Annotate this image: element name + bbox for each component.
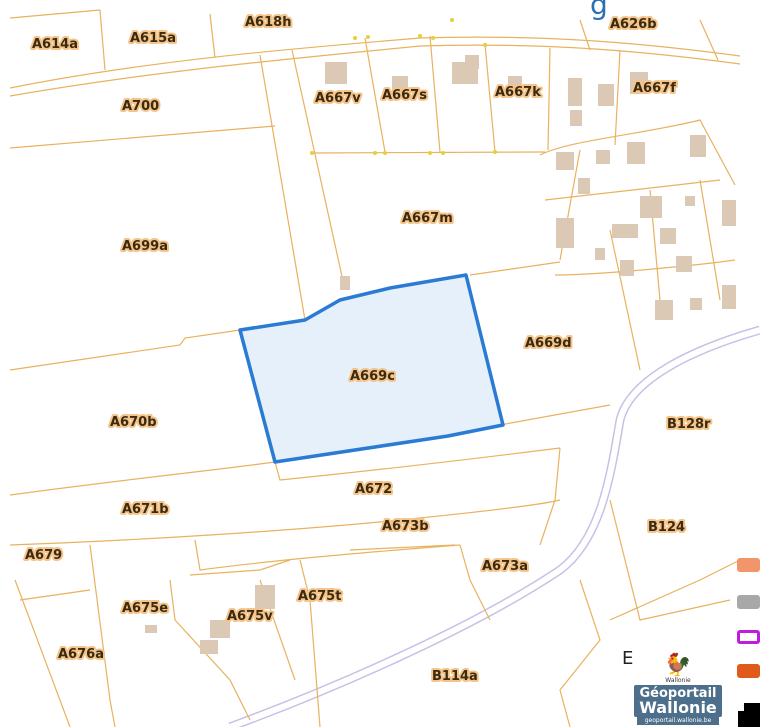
parcel-label: A669d: [525, 336, 572, 351]
parcel-label: A671b: [122, 502, 169, 517]
parcel-label: A614a: [32, 37, 78, 52]
rooster-icon: 🐓: [664, 653, 692, 678]
logo-line2: Wallonie: [639, 698, 717, 717]
parcel-label: A667k: [495, 85, 541, 100]
parcel-label: B124: [648, 520, 685, 535]
parcel-label: A700: [122, 99, 159, 114]
legend-swatch-orange-outline[interactable]: [737, 664, 760, 678]
parcel-label: A615a: [130, 31, 176, 46]
header-title-fragment: g: [590, 0, 608, 21]
logo-line1: Géoportail: [639, 686, 717, 701]
parcel-label: A673b: [382, 519, 429, 534]
parcel-label: A699a: [122, 239, 168, 254]
survey-points: [310, 18, 497, 155]
logo-url: geoportail.wallonie.be: [636, 717, 720, 725]
stray-glyph: E: [622, 648, 634, 669]
parcel-label: A679: [25, 548, 62, 563]
parcel-label: A667v: [315, 91, 361, 106]
parcel-label: A675t: [298, 589, 341, 604]
parcel-label: A675e: [122, 601, 168, 616]
parcel-label: A626b: [610, 17, 657, 32]
parcel-label: A667f: [633, 81, 676, 96]
buildings: [145, 55, 736, 654]
legend-swatch-grey-hatched[interactable]: [737, 595, 760, 609]
logo-brand: Géoportail Wallonie: [634, 685, 722, 717]
parcel-label: A675v: [227, 609, 273, 624]
parcel-label: A672: [355, 482, 392, 497]
geoportail-logo[interactable]: 🐓 Wallonie Géoportail Wallonie geoportai…: [628, 653, 728, 725]
parcel-label: A669c: [350, 369, 395, 384]
parcel-label: A618h: [245, 15, 291, 30]
parcel-label: B128r: [667, 417, 711, 432]
parcel-label: B114a: [432, 669, 478, 684]
parcel-label: A667m: [402, 211, 453, 226]
parcel-label: A676a: [58, 647, 104, 662]
parcel-label: A667s: [382, 88, 427, 103]
parcel-labels: A614a A615a A618h A626b A700 A667v A667s…: [23, 13, 713, 686]
parcel-label: A670b: [110, 415, 157, 430]
parcel-label: A673a: [482, 559, 528, 574]
road-path-inner: [228, 327, 760, 727]
selected-parcel-A669c[interactable]: [238, 273, 505, 464]
legend-swatch-black[interactable]: [730, 697, 760, 727]
logo-small-text: Wallonie: [665, 677, 691, 684]
legend-swatch-orange[interactable]: [737, 558, 760, 572]
legend-swatch-magenta[interactable]: [737, 630, 760, 644]
